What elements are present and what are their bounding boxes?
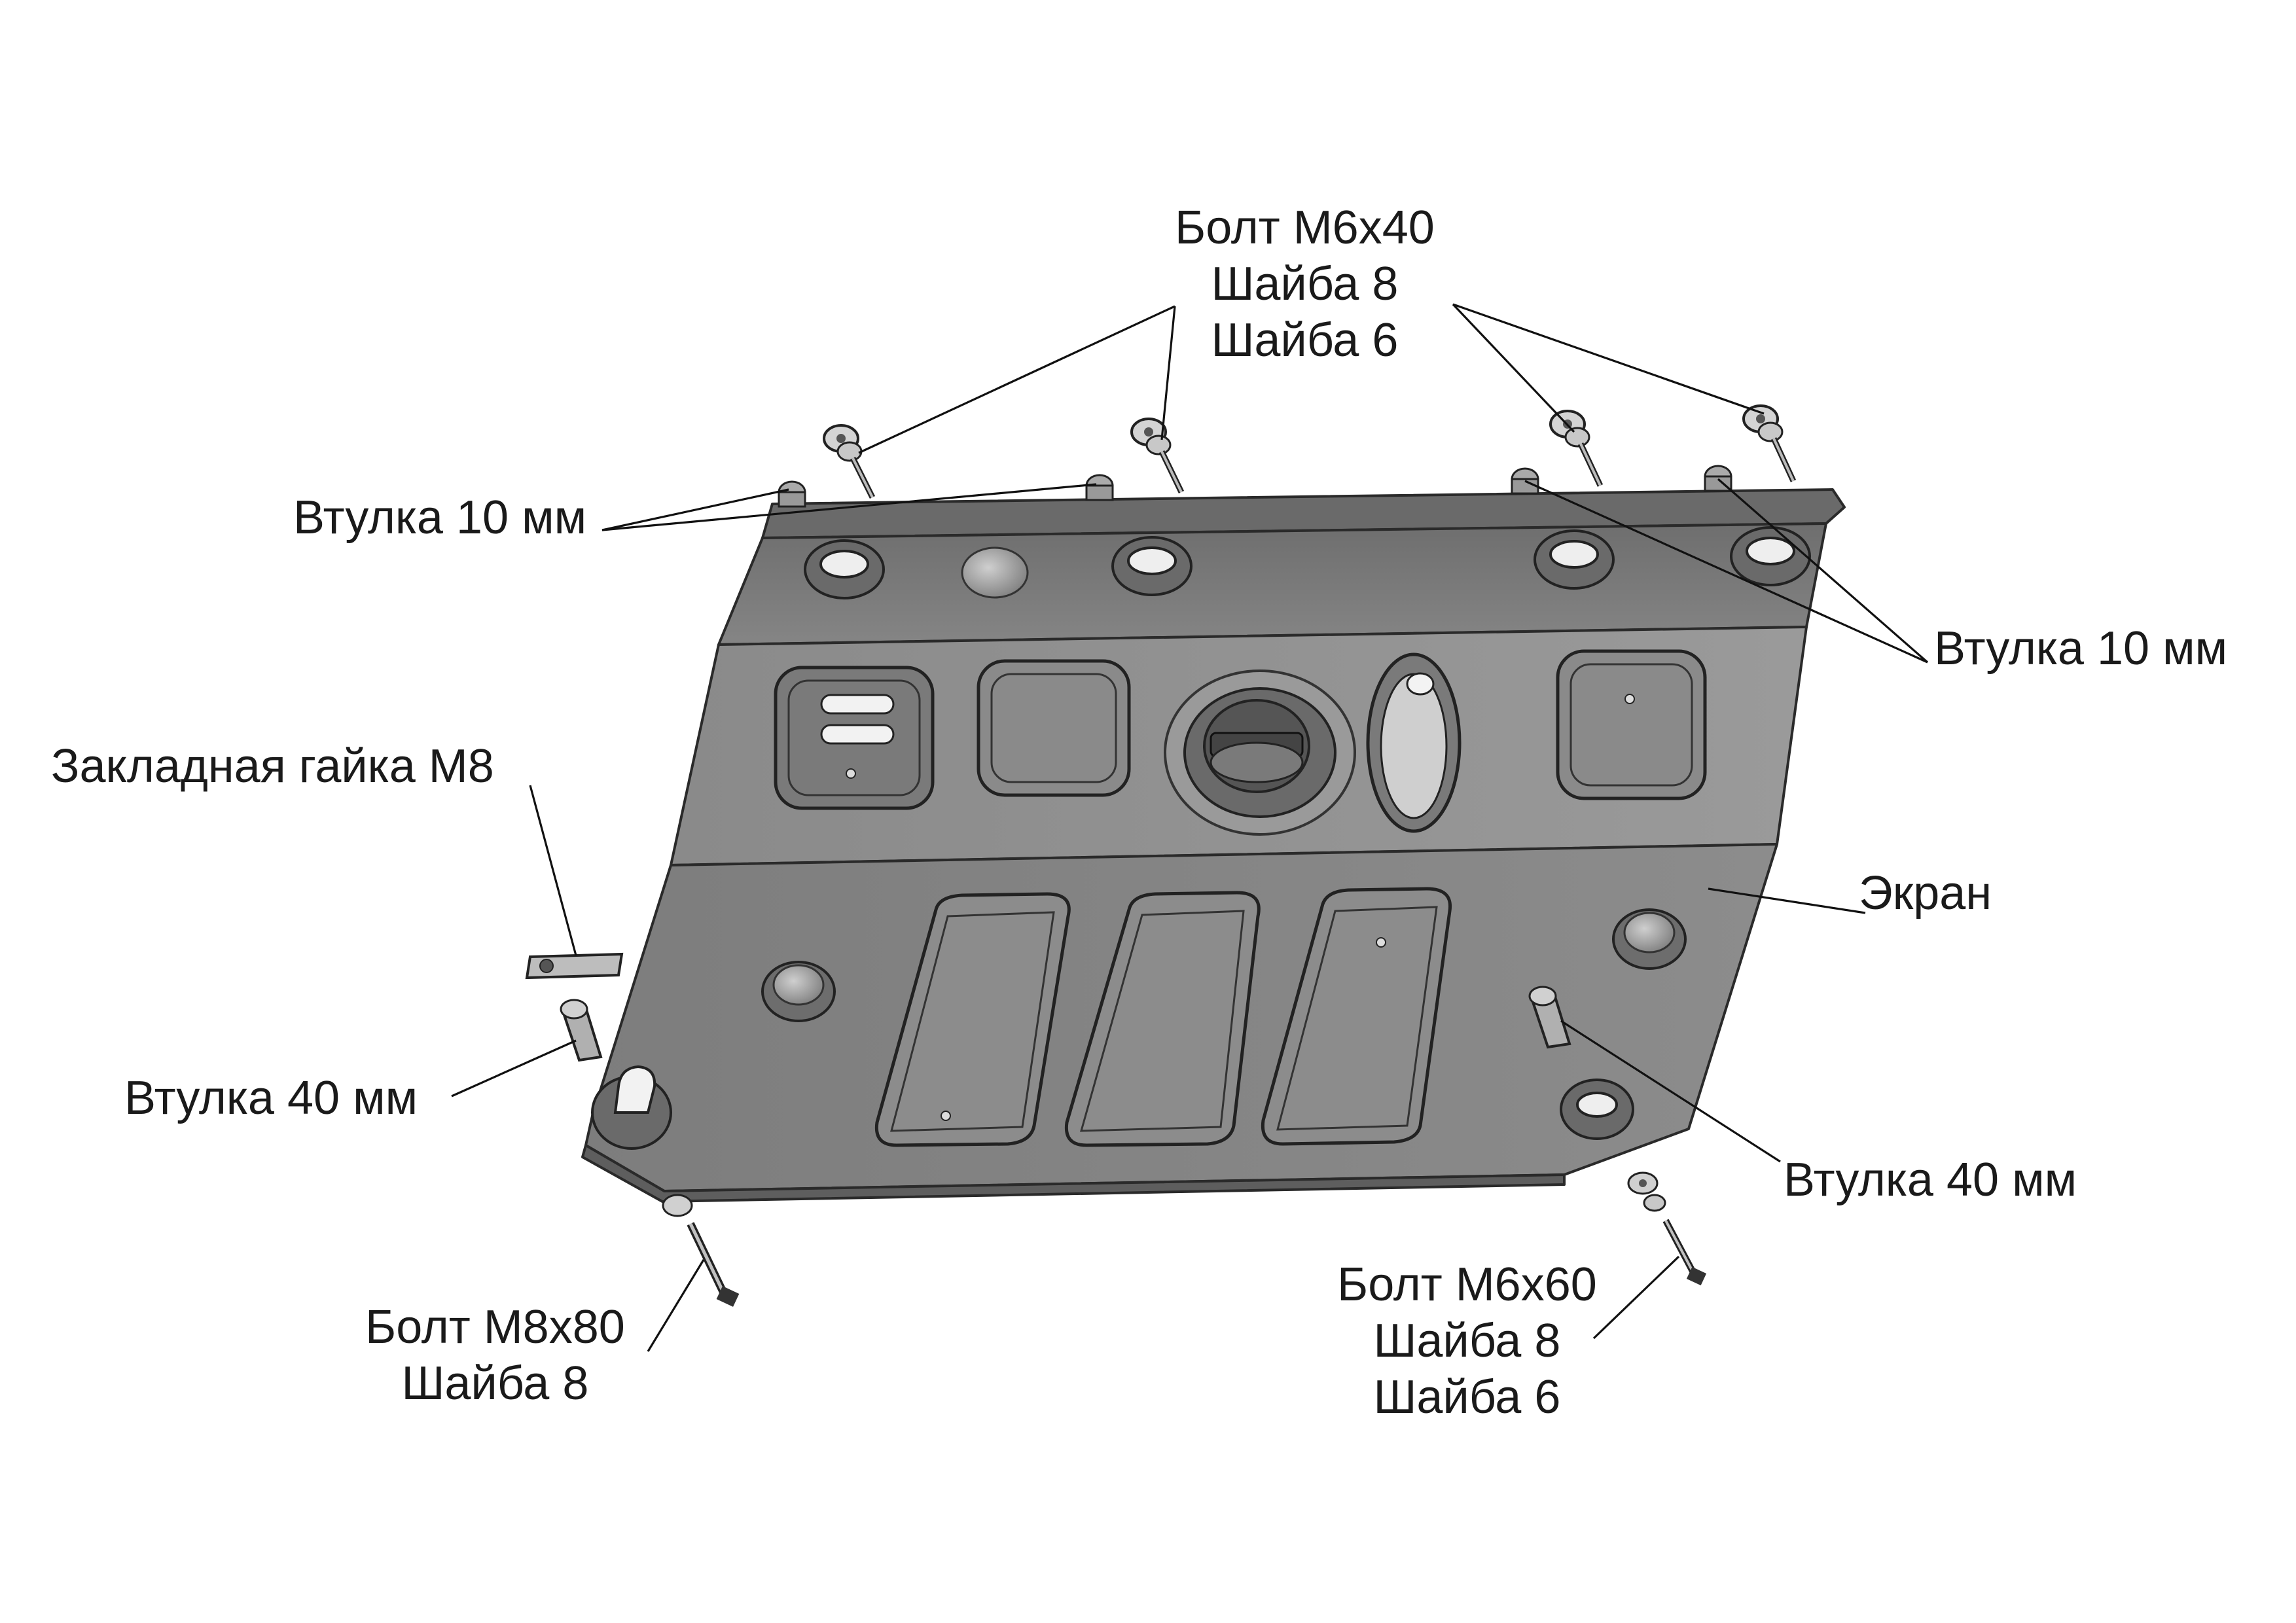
label-bushing-10mm-left: Втулка 10 мм	[293, 491, 587, 544]
label-bushing-40mm-right: Втулка 40 мм	[1784, 1154, 2077, 1206]
plug-cap	[961, 546, 1029, 599]
bolt-m6x60	[1627, 1171, 1707, 1286]
label-bushing-10mm-right: Втулка 10 мм	[1934, 622, 2228, 675]
weld-nut-m8	[525, 952, 624, 980]
label-bushing-40mm-left: Втулка 40 мм	[124, 1072, 418, 1124]
label-line: Болт M8x80	[365, 1301, 625, 1353]
slotted-window	[774, 666, 935, 810]
bolt-washer-set	[1549, 410, 1604, 487]
label-line: Шайба 6	[1373, 1371, 1561, 1423]
label-line: Шайба 8	[1211, 258, 1399, 310]
bolt-washer-set	[1742, 404, 1797, 482]
label-line: Болт M6x40	[1175, 202, 1435, 254]
rib-window	[874, 892, 1071, 1147]
label-line: Шайба 8	[401, 1357, 589, 1410]
mount-hole	[1534, 529, 1615, 590]
bolt-m8x80	[662, 1194, 740, 1307]
mount-hole	[1560, 1079, 1634, 1140]
plug-cap	[761, 961, 836, 1022]
label-screen: Экран	[1859, 867, 1992, 919]
top-mount-holes	[804, 526, 1811, 599]
drain-plug-opening	[1164, 669, 1356, 836]
label-bolt-m8x80: Болт M8x80 Шайба 8	[365, 1299, 625, 1412]
bushing-40mm-left	[560, 999, 603, 1062]
label-bolt-m6x60: Болт M6x60 Шайба 8 Шайба 6	[1337, 1257, 1597, 1425]
stamped-window	[977, 659, 1131, 797]
label-line: Болт M6x60	[1337, 1258, 1597, 1311]
rib-window	[1261, 887, 1452, 1146]
leader-lines	[451, 303, 1929, 1352]
label-bolt-m6x40: Болт M6x40 Шайба 8 Шайба 6	[1175, 200, 1435, 368]
bolt-washer-set	[823, 424, 876, 499]
middle-features	[774, 649, 1707, 836]
bushing-10mm	[1704, 465, 1732, 492]
bushing-40mm-right	[1528, 986, 1571, 1049]
bolt-washer-set	[1130, 418, 1185, 493]
plug-cap	[1612, 908, 1687, 970]
label-weld-nut-m8: Закладная гайка М8	[51, 740, 494, 793]
bottom-features	[591, 887, 1687, 1150]
bushing-10mm	[778, 480, 806, 508]
label-line: Шайба 8	[1373, 1315, 1561, 1367]
rib-window	[1064, 891, 1261, 1147]
mount-hole	[1730, 526, 1811, 586]
keyhole-mount	[591, 1065, 672, 1150]
stamped-window	[1556, 649, 1707, 800]
label-line: Шайба 6	[1211, 314, 1399, 366]
plate-front-lip	[581, 1144, 1566, 1203]
oval-window	[1366, 652, 1462, 833]
mount-hole	[1111, 536, 1193, 596]
mount-hole	[804, 539, 885, 599]
bushing-10mm	[1085, 474, 1114, 501]
